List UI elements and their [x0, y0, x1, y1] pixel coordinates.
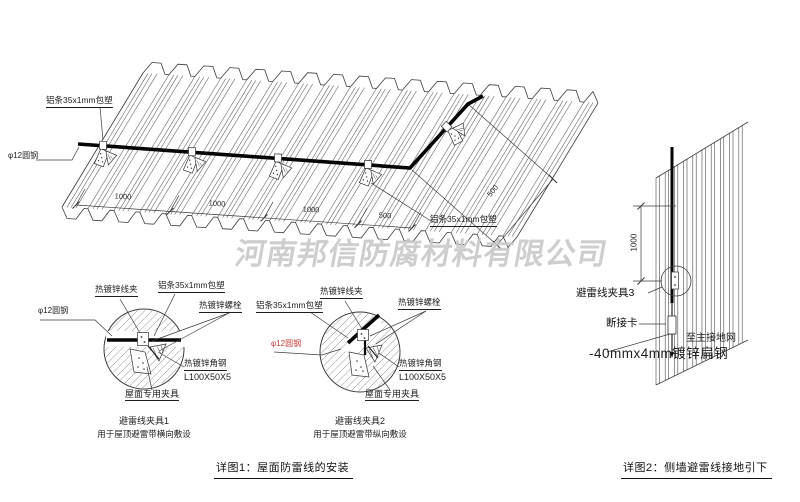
d2-label-roof-clamp: 屋面专用夹具 — [365, 389, 420, 402]
label-strip-bottom: 铝条35x1mm包塑 — [430, 214, 497, 227]
label-strip-top: 铝条35x1mm包塑 — [46, 95, 113, 108]
d1-label-wire-clip: 热镀锌线夹 — [95, 284, 138, 297]
d1-label-angle-spec: L100X50X5 — [184, 372, 232, 382]
d2-label-strip: 铝条35x1mm包塑 — [256, 300, 323, 313]
lightning-wire — [77, 94, 484, 170]
detail-1-art — [40, 293, 230, 391]
d2-label-angle-spec: L100X50X5 — [399, 372, 447, 382]
generated-linework — [61, 62, 743, 391]
side-label-flat-steel: -40mmx4mm镀锌扁钢 — [589, 346, 729, 361]
d1-title: 避雷线夹具1 — [118, 416, 169, 426]
side-label-disconnect: 断接卡 — [606, 317, 638, 329]
d1-label-round-steel: φ12圆钢 — [38, 306, 69, 315]
caption-detail-1: 详图1：屋面防雷线的安装 — [214, 459, 354, 479]
company-watermark: 河南邦信防腐材料有限公司 — [232, 238, 611, 271]
d1-label-angle-steel: 热镀锌角钢 — [184, 358, 227, 371]
d1-label-strip: 铝条35x1mm包塑 — [158, 280, 225, 293]
d1-subtitle: 用于屋顶避雷带横向敷设 — [97, 429, 191, 439]
d2-label-wire-clip: 热镀锌线夹 — [320, 286, 363, 299]
d1-label-roof-clamp: 屋面专用夹具 — [125, 389, 180, 402]
side-dim-1000: 1000 — [629, 233, 639, 252]
d2-title: 避雷线夹具2 — [334, 416, 385, 426]
generated-clamps — [93, 120, 466, 187]
top-view-annotations — [36, 103, 558, 250]
side-label-clamp3: 避雷线夹具3 — [576, 287, 635, 299]
d2-label-angle-steel: 热镀锌角钢 — [399, 358, 442, 371]
detail-2-art — [273, 300, 427, 393]
d2-label-bolt: 热镀锌螺栓 — [398, 297, 441, 310]
d1-label-bolt: 热镀锌螺栓 — [199, 300, 242, 313]
caption-detail-2: 详图2：侧墙避雷线接地引下 — [621, 459, 772, 479]
d2-label-round-steel: φ12圆钢 — [271, 339, 302, 348]
side-label-to-ground: 至主接地网 — [686, 333, 736, 344]
label-round-steel-top: φ12圆钢 — [8, 151, 39, 160]
d2-subtitle: 用于屋顶避雷带纵向敷设 — [313, 429, 407, 439]
side-view-art — [606, 121, 749, 386]
